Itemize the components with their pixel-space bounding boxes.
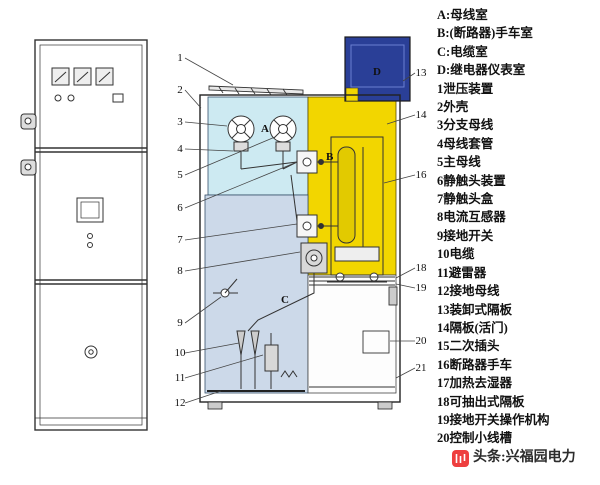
callout-number-21: 21 (416, 362, 427, 374)
callout-number-5: 5 (177, 169, 183, 181)
callout-numbers: 1 2 3 4 5 6 7 8 9 10 11 12 13 14 16 18 1… (175, 52, 428, 409)
legend-item: 4母线套管 (437, 136, 494, 151)
cabinet-shell (199, 94, 401, 410)
instrument-room-inner (350, 44, 405, 88)
legend-item: 14隔板(活门) (437, 320, 508, 335)
callout-number-18: 18 (416, 262, 428, 274)
region-label-c: C (281, 294, 289, 306)
callout-number-20: 20 (416, 335, 428, 347)
cabinet-frame (34, 39, 148, 431)
legend-item: 9接地开关 (437, 228, 494, 243)
bottom-chamber (307, 274, 397, 394)
region-label-a: A (261, 123, 269, 135)
callout-number-11: 11 (175, 372, 186, 384)
legend-item: B:(断路器)手车室 (437, 26, 533, 41)
callout-number-9: 9 (177, 317, 183, 329)
legend-item: 19接地开关操作机构 (437, 412, 550, 427)
legend-item: 2外壳 (437, 100, 469, 115)
callout-number-12: 12 (175, 397, 186, 409)
legend-item: 5主母线 (437, 155, 481, 170)
callout-leader-lines (184, 57, 416, 404)
region-label-b: B (326, 151, 334, 163)
callout-number-3: 3 (177, 116, 183, 128)
callout-number-6: 6 (177, 202, 183, 214)
callout-number-1: 1 (177, 52, 183, 64)
callout-number-10: 10 (175, 347, 187, 359)
legend-item: 3分支母线 (437, 118, 494, 133)
legend-item: 1泄压装置 (437, 81, 494, 96)
callout-number-2: 2 (177, 84, 183, 96)
cable-room-conductor (247, 273, 315, 332)
legend-item: 11避雷器 (437, 265, 487, 280)
legend-item: 13装卸式隔板 (437, 302, 513, 317)
region-label-d: D (373, 66, 381, 78)
meter-windows (51, 67, 124, 103)
legend-item: 6静触头装置 (437, 173, 506, 188)
legend-item: 20控制小线槽 (437, 431, 513, 446)
parts-legend: A:母线室 B:(断路器)手车室 C:电缆室 D:继电器仪表室 1泄压装置 2外… (437, 6, 599, 448)
callout-number-8: 8 (177, 265, 183, 277)
busbar-assembly-left (227, 115, 255, 169)
bottom-chamber-details (309, 276, 398, 388)
legend-item: 12接地母线 (437, 284, 500, 299)
callout-number-14: 14 (416, 109, 428, 121)
cable-terminals (236, 330, 260, 389)
legend-item: C:电缆室 (437, 44, 488, 59)
pressure-relief-device (208, 85, 304, 96)
legend-item: A:母线室 (437, 8, 488, 22)
current-transformer (300, 242, 328, 274)
surge-arrester (264, 333, 279, 389)
legend-item: 8电流互感器 (437, 210, 506, 225)
legend-item: 16断路器手车 (437, 357, 513, 372)
busbar-room-a (207, 96, 309, 196)
middle-door (76, 197, 104, 248)
callout-number-13: 13 (416, 67, 428, 79)
cabinet-front-view (20, 39, 148, 431)
grounding-switch (213, 278, 238, 298)
callout-number-7: 7 (177, 234, 183, 246)
bottom-door (84, 345, 98, 359)
heater-dehumidifier (280, 370, 298, 378)
busbar-assembly-right (269, 115, 297, 169)
door-handles (20, 113, 37, 176)
legend-item: 17加热去湿器 (437, 376, 513, 391)
toutiao-logo-icon (452, 449, 469, 467)
legend-item: 15二次插头 (437, 339, 500, 354)
legend-item: 7静触头盒 (437, 192, 494, 207)
callout-number-16: 16 (416, 169, 428, 181)
watermark-text: 头条:兴福园电力 (473, 450, 576, 465)
legend-item: 18可抽出式隔板 (437, 394, 525, 409)
watermark: 头条:兴福园电力 (450, 448, 578, 468)
callout-number-19: 19 (416, 282, 428, 294)
cabinet-section-view: 1 2 3 4 5 6 7 8 9 10 11 12 13 14 16 18 1… (175, 36, 428, 410)
static-contact-upper (296, 150, 318, 174)
legend-item: 10电缆 (437, 247, 475, 262)
legend-item: D:继电器仪表室 (437, 63, 526, 78)
static-contact-lower (296, 214, 318, 238)
callout-number-4: 4 (177, 143, 183, 155)
